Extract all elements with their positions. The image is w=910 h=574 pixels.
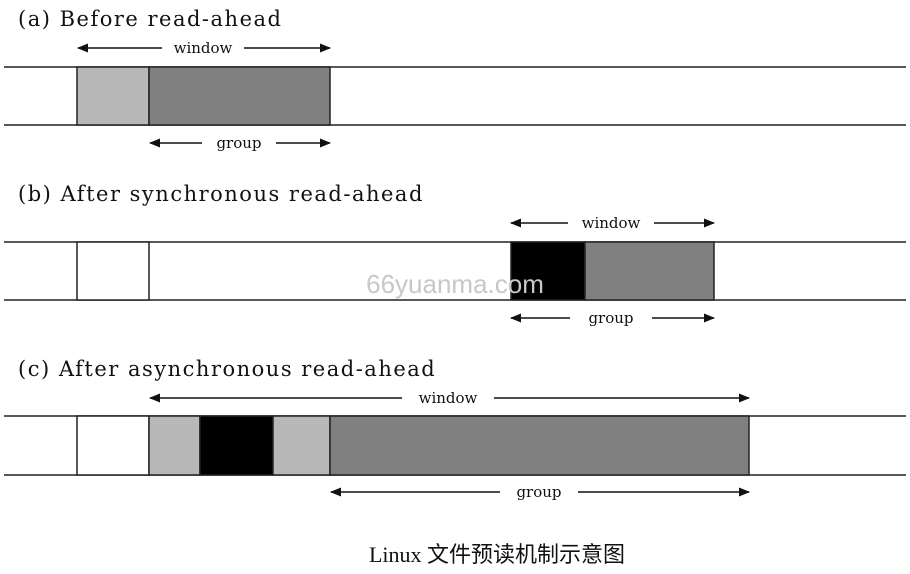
page-block-light <box>148 415 201 476</box>
page-block-medium <box>584 241 715 301</box>
page-block-white <box>76 241 150 301</box>
section-a: (a) Before read-ahead window group <box>4 7 906 152</box>
section-b: (b) After synchronous read-ahead window … <box>4 182 906 327</box>
window-label: window <box>582 214 641 232</box>
watermark-text: 66yuanma.com <box>366 269 544 299</box>
page-block-light <box>272 415 331 476</box>
page-block-white <box>76 415 150 476</box>
window-label: window <box>174 39 233 57</box>
page-block-medium <box>329 415 750 476</box>
page-block-black <box>199 415 274 476</box>
figure-caption: Linux 文件预读机制示意图 <box>369 542 625 567</box>
group-label: group <box>516 483 561 501</box>
window-label: window <box>419 389 478 407</box>
section-c: (c) After asynchronous read-ahead window… <box>4 357 906 501</box>
group-label: group <box>216 134 261 152</box>
page-block-medium <box>148 66 331 126</box>
section-b-title: (b) After synchronous read-ahead <box>18 182 424 206</box>
section-a-title: (a) Before read-ahead <box>18 7 282 31</box>
page-block-light <box>76 66 150 126</box>
section-c-title: (c) After asynchronous read-ahead <box>18 357 436 381</box>
group-label: group <box>588 309 633 327</box>
